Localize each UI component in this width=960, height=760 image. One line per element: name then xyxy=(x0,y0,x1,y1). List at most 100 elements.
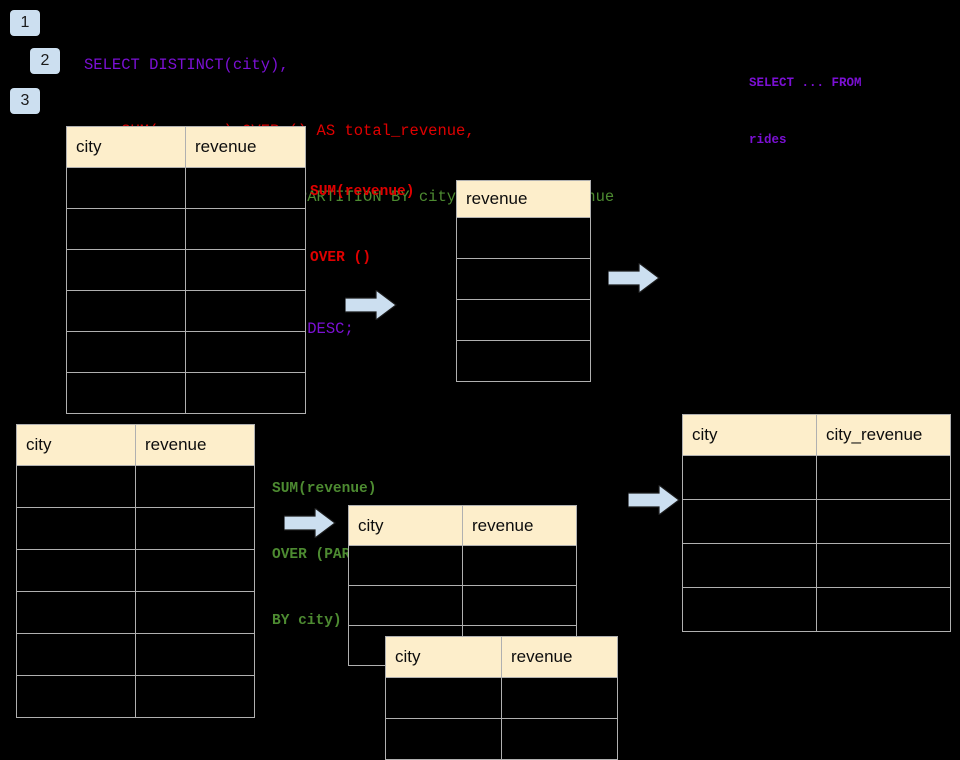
cell-revenue xyxy=(501,677,618,719)
diagram-canvas: 1 2 3 SELECT DISTINCT(city), SUM(revenue… xyxy=(10,10,951,760)
cell-city xyxy=(348,585,463,626)
column-header-revenue: revenue xyxy=(456,180,591,218)
table-row xyxy=(66,290,306,332)
table-header-row: city revenue xyxy=(16,424,255,466)
column-header-city: city xyxy=(348,505,463,546)
table-row xyxy=(348,545,577,586)
table-partition-group-front: city revenue xyxy=(385,636,618,760)
column-header-city: city xyxy=(682,414,817,456)
cell-city xyxy=(16,465,136,508)
table-body xyxy=(16,465,255,718)
column-header-revenue: revenue xyxy=(501,636,618,678)
column-header-revenue: revenue xyxy=(135,424,255,466)
cell-city xyxy=(682,587,817,632)
table-row xyxy=(16,591,255,634)
table-city-revenue-result: city city_revenue xyxy=(682,414,951,632)
cell-revenue xyxy=(456,258,591,300)
cell-city xyxy=(16,507,136,550)
table-source-rides-top: city revenue xyxy=(66,126,306,414)
table-row xyxy=(16,675,255,718)
table-row xyxy=(385,718,618,760)
table-row xyxy=(16,507,255,550)
cell-revenue xyxy=(456,340,591,382)
cell-city-revenue xyxy=(816,543,951,588)
arrow-source-to-total-icon xyxy=(345,290,397,320)
cell-revenue xyxy=(501,718,618,760)
side-note-select-from: SELECT ... FROM rides xyxy=(749,36,862,188)
table-body xyxy=(66,167,306,414)
table-body xyxy=(385,677,618,760)
cell-city xyxy=(66,331,186,373)
cell-revenue xyxy=(135,549,255,592)
column-header-city: city xyxy=(16,424,136,466)
cell-revenue xyxy=(185,167,306,209)
sql-line-select: SELECT DISTINCT(city), xyxy=(84,56,289,74)
step-badge-3: 3 xyxy=(10,88,40,114)
cell-city xyxy=(348,545,463,586)
cell-city xyxy=(66,372,186,414)
cell-city xyxy=(385,677,502,719)
annotation-total-revenue-line-1: SUM(revenue) xyxy=(310,184,415,200)
cell-city xyxy=(66,249,186,291)
table-row xyxy=(16,549,255,592)
cell-city xyxy=(66,167,186,209)
cell-revenue xyxy=(462,585,577,626)
cell-city xyxy=(16,591,136,634)
table-body xyxy=(682,455,951,632)
table-row xyxy=(682,455,951,500)
column-header-revenue: revenue xyxy=(462,505,577,546)
cell-revenue xyxy=(185,249,306,291)
table-header-row: city revenue xyxy=(348,505,577,546)
cell-city xyxy=(682,499,817,544)
table-header-row: city city_revenue xyxy=(682,414,951,456)
table-header-row: city revenue xyxy=(66,126,306,168)
table-row xyxy=(456,217,591,259)
table-row xyxy=(385,677,618,719)
table-row xyxy=(682,543,951,588)
arrow-total-to-output-icon xyxy=(608,263,660,293)
side-note-line-2: rides xyxy=(749,133,787,147)
cell-revenue xyxy=(456,217,591,259)
cell-revenue xyxy=(135,591,255,634)
table-row xyxy=(16,633,255,676)
step-badge-2: 2 xyxy=(30,48,60,74)
cell-revenue xyxy=(185,290,306,332)
annotation-total-revenue-line-2: OVER () xyxy=(310,250,371,266)
table-row xyxy=(16,465,255,508)
cell-revenue xyxy=(185,331,306,373)
cell-city xyxy=(66,290,186,332)
table-row xyxy=(66,208,306,250)
table-header-row: revenue xyxy=(456,180,591,218)
cell-revenue xyxy=(135,507,255,550)
table-row xyxy=(348,585,577,626)
table-header-row: city revenue xyxy=(385,636,618,678)
annotation-city-revenue-line-1: SUM(revenue) xyxy=(272,481,377,497)
table-row xyxy=(66,331,306,373)
step-badge-1: 1 xyxy=(10,10,40,36)
table-row xyxy=(66,249,306,291)
cell-city xyxy=(682,543,817,588)
cell-city xyxy=(66,208,186,250)
table-row xyxy=(66,372,306,414)
column-header-revenue: revenue xyxy=(185,126,306,168)
cell-city-revenue xyxy=(816,499,951,544)
cell-city xyxy=(385,718,502,760)
cell-revenue xyxy=(456,299,591,341)
side-note-line-1: SELECT ... FROM xyxy=(749,76,862,90)
cell-revenue xyxy=(135,465,255,508)
table-row xyxy=(682,587,951,632)
cell-revenue xyxy=(462,545,577,586)
column-header-city: city xyxy=(66,126,186,168)
column-header-city-revenue: city_revenue xyxy=(816,414,951,456)
cell-city xyxy=(16,549,136,592)
column-header-city: city xyxy=(385,636,502,678)
table-body xyxy=(456,217,591,382)
arrow-partition-to-output-icon xyxy=(628,485,680,515)
cell-city xyxy=(16,633,136,676)
cell-revenue xyxy=(185,372,306,414)
table-row xyxy=(66,167,306,209)
cell-revenue xyxy=(135,633,255,676)
arrow-source-to-partition-icon xyxy=(284,508,336,538)
table-total-revenue-result: revenue xyxy=(456,180,591,382)
annotation-city-revenue-line-3: BY city) xyxy=(272,613,342,629)
